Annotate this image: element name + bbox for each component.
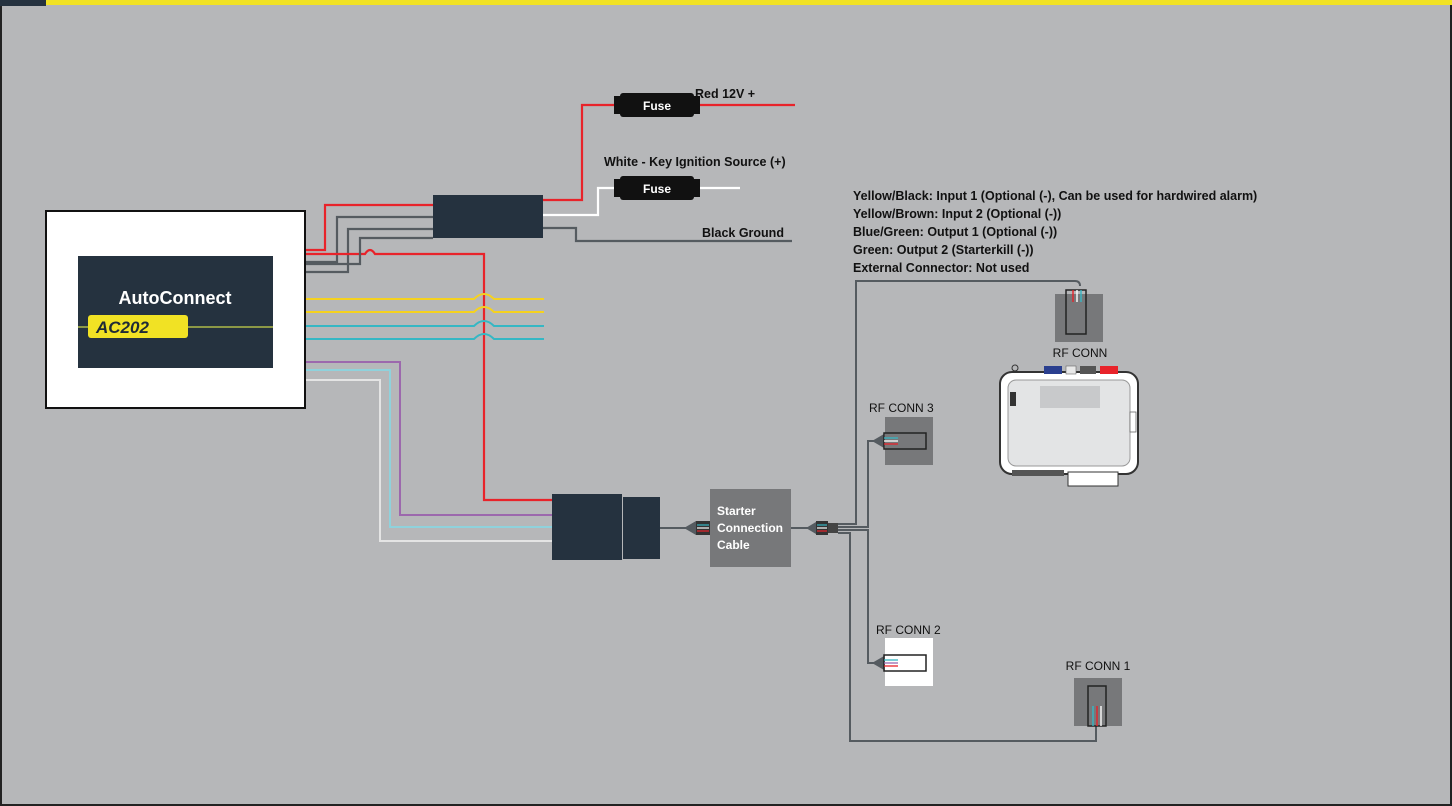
wire-white-to-fuse [543, 186, 620, 217]
starter-box-right [623, 497, 660, 559]
starter-box-left [552, 494, 622, 560]
black-ground-label: Black Ground [702, 226, 784, 240]
relay-output-wires [543, 103, 795, 243]
fuse-red-label: Fuse [643, 99, 671, 113]
data-wires [305, 361, 552, 542]
rf-conn-label: RF CONN [1053, 346, 1108, 360]
starter-cable-line1: Starter [717, 504, 756, 518]
remote-start-unit [999, 364, 1139, 487]
wire-light-gray [305, 379, 552, 542]
red-12v-label: Red 12V + [695, 87, 755, 101]
legend-line-1: Yellow/Black: Input 1 (Optional (-), Can… [853, 189, 1257, 203]
wire-purple [305, 361, 552, 516]
legend-line-3: Blue/Green: Output 1 (Optional (-)) [853, 225, 1057, 239]
rf-conn-1: RF CONN 1 [1066, 659, 1131, 727]
wire-yellow-brown [305, 306, 544, 313]
wire-green [305, 333, 544, 340]
fuse-white: Fuse [614, 176, 700, 200]
io-legend: Yellow/Black: Input 1 (Optional (-), Can… [853, 189, 1257, 275]
white-ignition-label: White - Key Ignition Source (+) [604, 155, 786, 169]
fuse-white-label: Fuse [643, 182, 671, 196]
wire-blue-green [305, 320, 544, 327]
header-tab [0, 0, 46, 6]
rf-conn-2: RF CONN 2 [872, 623, 941, 686]
wire-black-ground [543, 226, 792, 243]
io-wires [305, 293, 544, 340]
rf-conn1-label: RF CONN 1 [1066, 659, 1131, 673]
starter-cable-line3: Cable [717, 538, 750, 552]
wire-red-to-fuse [543, 103, 620, 202]
wire-red-to-relay [305, 203, 433, 252]
wire-gray-to-relay-3 [305, 236, 433, 266]
legend-line-2: Yellow/Brown: Input 2 (Optional (-)) [853, 207, 1061, 221]
wire-gray-to-relay-2 [305, 227, 433, 274]
starter-connection-cable [710, 489, 791, 567]
wire-to-rf-conn [838, 280, 1081, 525]
rf-conn-3: RF CONN 3 [869, 401, 934, 465]
wire-light-blue [305, 369, 552, 528]
rf-conn-top: RF CONN [1053, 289, 1108, 360]
relay-box [433, 195, 543, 238]
module-brand: AutoConnect [119, 288, 232, 308]
wire-red-to-starter-box [305, 248, 552, 502]
legend-line-5: External Connector: Not used [853, 261, 1029, 275]
wire-gray-to-relay-1 [305, 215, 433, 264]
header-bar [46, 0, 1452, 5]
rf-conn2-label: RF CONN 2 [876, 623, 941, 637]
power-harness-wires [305, 203, 552, 502]
rf-conn3-label: RF CONN 3 [869, 401, 934, 415]
fuse-red: Fuse [614, 93, 700, 117]
plug-splitter-side [791, 521, 838, 535]
starter-cable-line2: Connection [717, 521, 783, 535]
legend-line-4: Green: Output 2 (Starterkill (-)) [853, 243, 1034, 257]
module-model: AC202 [95, 318, 149, 337]
wire-to-rf-conn1 [838, 532, 1097, 742]
plug-starter-side [660, 521, 710, 535]
model-badge [88, 315, 188, 338]
wire-yellow-black [305, 293, 544, 300]
module-face [78, 256, 273, 368]
